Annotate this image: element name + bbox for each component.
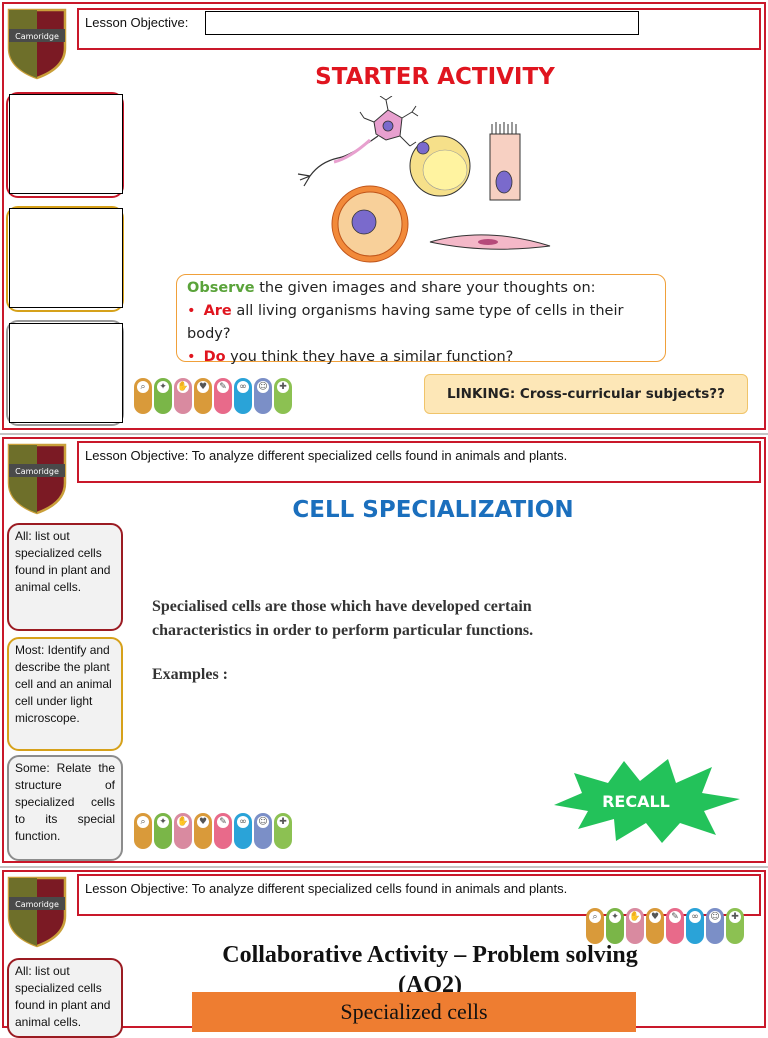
magnifier-icon: ⌕ <box>134 813 152 849</box>
school-shield-logo: Camoridge <box>7 876 67 948</box>
people-icon: ☺ <box>706 908 724 944</box>
outcome-box-some-inner <box>9 323 123 423</box>
lesson-objective-text: Lesson Objective: To analyze different s… <box>85 881 568 896</box>
svg-text:Camoridge: Camoridge <box>15 467 59 476</box>
observe-lead-line: Observe the given images and share your … <box>187 280 596 296</box>
people-icon: ☺ <box>254 378 272 414</box>
link-icon: ∞ <box>234 813 252 849</box>
slide-title-line1: Collaborative Activity – Problem solving <box>222 942 638 968</box>
muscle-cell-image <box>429 234 551 250</box>
puzzle-icon: ✚ <box>726 908 744 944</box>
observe-bullet-1: •Are all living organisms having same ty… <box>187 303 624 342</box>
definition-paragraph: Specialised cells are those which have d… <box>152 598 534 639</box>
specialized-cells-header: Specialized cells <box>192 992 636 1032</box>
runner-icon: ✦ <box>154 813 172 849</box>
skills-icon-strip: ⌕ ✦ ✋ ♥ ✎ ∞ ☺ ✚ <box>134 813 292 849</box>
magnifier-icon: ⌕ <box>134 378 152 414</box>
fat-cell-image <box>409 135 471 197</box>
slide-collaborative: Camoridge Lesson Objective: To analyze d… <box>0 866 768 1038</box>
skills-icon-strip: ⌕ ✦ ✋ ♥ ✎ ∞ ☺ ✚ <box>586 908 744 944</box>
heart-icon: ♥ <box>194 813 212 849</box>
recall-starburst: RECALL <box>554 759 740 843</box>
nerve-cell-image <box>297 96 419 187</box>
cell-illustrations <box>297 96 551 263</box>
observe-bullet-2: •Do you think they have a similar functi… <box>187 349 514 365</box>
lesson-objective-label: Lesson Objective: <box>85 15 189 30</box>
outcome-box-most <box>6 206 124 312</box>
runner-icon: ✦ <box>606 908 624 944</box>
outcome-all: All: list out specialized cells found in… <box>7 958 123 1038</box>
slide-title: Collaborative Activity – Problem solving… <box>150 940 710 1000</box>
tools-icon: ✎ <box>214 813 232 849</box>
outcome-all: All: list out specialized cells found in… <box>7 523 123 631</box>
skills-icon-strip: ⌕ ✦ ✋ ♥ ✎ ∞ ☺ ✚ <box>134 378 292 414</box>
puzzle-icon: ✚ <box>274 813 292 849</box>
linking-banner: LINKING: Cross-curricular subjects?? <box>424 374 748 414</box>
slide-frame <box>2 2 766 430</box>
slide-title: STARTER ACTIVITY <box>315 64 555 90</box>
heart-icon: ♥ <box>646 908 664 944</box>
tools-icon: ✎ <box>666 908 684 944</box>
outcome-some: Some: Relate the structure of specialize… <box>7 755 123 861</box>
heart-icon: ♥ <box>194 378 212 414</box>
lesson-objective-bar: Lesson Objective: To analyze different s… <box>77 441 761 483</box>
outcome-box-all-inner <box>9 94 123 194</box>
slide-cell-specialization: Camoridge Lesson Objective: To analyze d… <box>0 433 768 865</box>
school-shield-logo: Camoridge <box>7 443 67 515</box>
slide-title: CELL SPECIALIZATION <box>292 497 574 523</box>
tools-icon: ✎ <box>214 378 232 414</box>
egg-cell-image <box>331 185 409 263</box>
lesson-objective-bar: Lesson Objective: <box>77 8 761 50</box>
slide-frame <box>2 437 766 863</box>
outcome-box-all <box>6 92 124 198</box>
puzzle-icon: ✚ <box>274 378 292 414</box>
definition-text: Specialised cells are those which have d… <box>152 595 632 687</box>
magnifier-icon: ⌕ <box>586 908 604 944</box>
hands-icon: ✋ <box>174 378 192 414</box>
hands-icon: ✋ <box>174 813 192 849</box>
people-icon: ☺ <box>254 813 272 849</box>
outcome-most: Most: Identify and describe the plant ce… <box>7 637 123 751</box>
hands-icon: ✋ <box>626 908 644 944</box>
lesson-objective-bar: Lesson Objective: To analyze different s… <box>77 874 761 916</box>
link-icon: ∞ <box>234 378 252 414</box>
examples-label: Examples : <box>152 666 228 683</box>
ciliated-cell-image <box>489 122 521 201</box>
slide-starter: Camoridge Lesson Objective: STARTER ACTI… <box>0 0 768 432</box>
lesson-objective-text: Lesson Objective: To analyze different s… <box>85 448 568 463</box>
svg-text:Camoridge: Camoridge <box>15 32 59 41</box>
recall-label: RECALL <box>602 792 670 811</box>
link-icon: ∞ <box>686 908 704 944</box>
outcome-box-most-inner <box>9 208 123 308</box>
school-shield-logo: Camoridge <box>7 8 67 80</box>
svg-text:Camoridge: Camoridge <box>15 900 59 909</box>
outcome-box-some <box>6 320 124 426</box>
lesson-objective-input[interactable] <box>205 11 639 35</box>
runner-icon: ✦ <box>154 378 172 414</box>
observe-prompt-box: Observe the given images and share your … <box>176 274 666 365</box>
